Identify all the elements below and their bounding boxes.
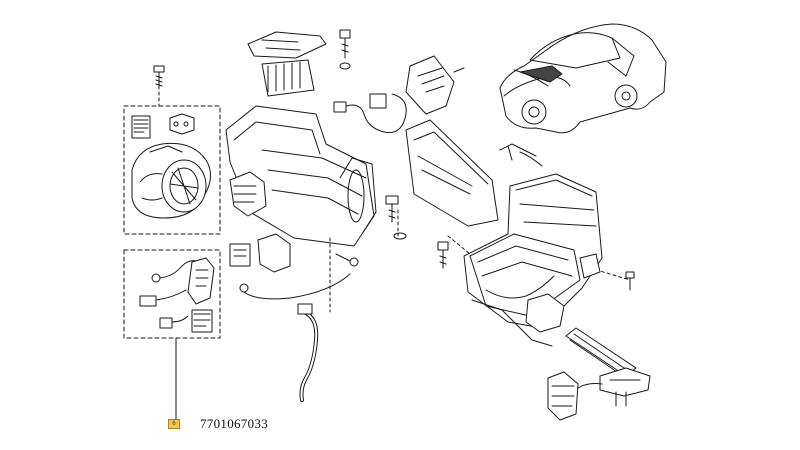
drain-hose bbox=[297, 303, 319, 402]
bracket-top bbox=[247, 31, 327, 59]
screw-top-left bbox=[153, 65, 165, 107]
screw-center bbox=[385, 195, 407, 240]
main-unit-housing bbox=[463, 173, 603, 347]
screw-far-right bbox=[625, 271, 635, 291]
callout-marker: 6 bbox=[168, 419, 180, 429]
sensor-cable bbox=[333, 93, 407, 134]
vehicle-outline bbox=[499, 23, 667, 134]
screw-right bbox=[437, 241, 449, 269]
connector-harness bbox=[139, 257, 215, 333]
evaporator-housing bbox=[405, 119, 543, 227]
hvac-housing-assembly bbox=[225, 105, 377, 273]
cable-loop bbox=[239, 253, 359, 300]
control-module bbox=[405, 55, 465, 115]
blower-motor-module bbox=[131, 113, 211, 219]
part-reference-number: 7701067033 bbox=[200, 416, 268, 431]
pipe-assembly bbox=[547, 327, 651, 421]
filter-element bbox=[261, 59, 315, 97]
screw-top-center bbox=[339, 29, 351, 70]
blower-group-box bbox=[123, 105, 221, 339]
